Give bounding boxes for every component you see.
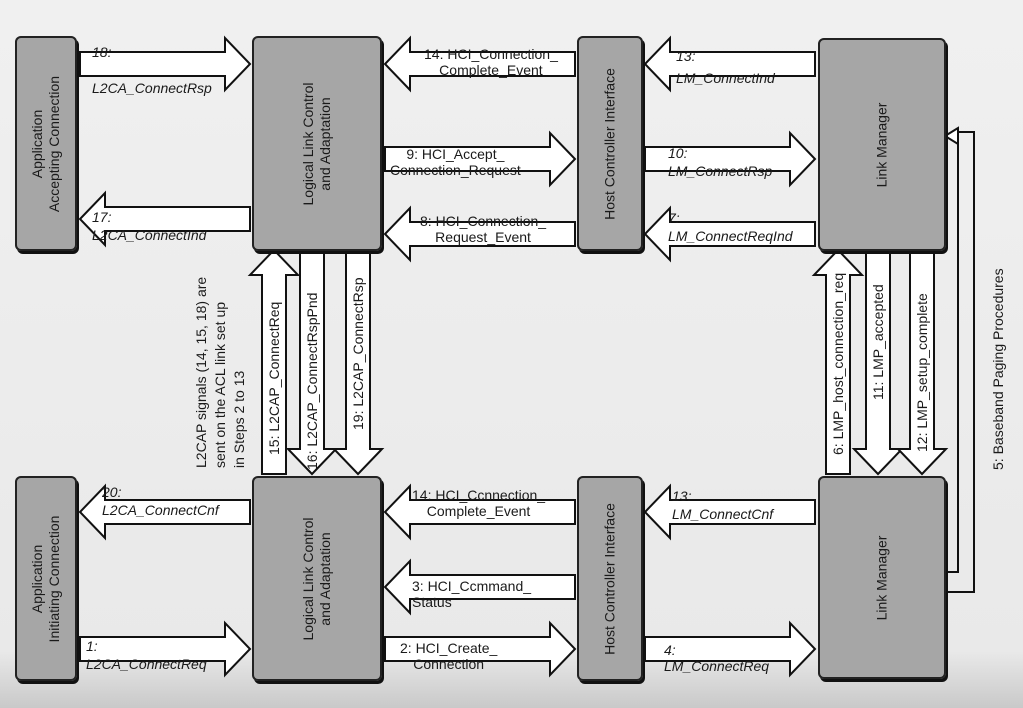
arrow-19 — [331, 249, 385, 476]
msg-13-top-name: LM_ConnectInd — [676, 70, 775, 86]
msg-17-num: 17: — [92, 209, 112, 225]
msg-20-num: 20: — [102, 484, 122, 500]
arrow-2 — [384, 620, 577, 678]
box-hci-bottom-label: Host Controller Interface — [601, 502, 618, 655]
msg-9: 9: HCI_Accept_ Connection_Request — [390, 146, 521, 178]
msg-14-bottom: 14: HCI_Ccnnection_ Complete_Event — [412, 487, 546, 519]
arrow-20 — [78, 483, 251, 541]
arrow-12 — [895, 249, 949, 476]
msg-15: 15: L2CAP_ConnectReq — [266, 301, 282, 455]
box-lm-bottom-label: Link Manager — [873, 535, 890, 620]
msg-17-name: L2CA_ConnectInd — [92, 227, 207, 243]
box-hci-top: Host Controller Interface — [577, 36, 643, 251]
box-lm-top: Link Manager — [818, 38, 946, 251]
arrow-14-top — [383, 35, 576, 93]
msg-4-name: LM_ConnectReq — [664, 658, 770, 674]
msg-13-bottom-name: LM_ConnectCnf — [672, 506, 774, 522]
arrow-13-top — [643, 35, 816, 93]
arrow-16 — [285, 249, 339, 476]
box-lm-top-label: Link Manager — [873, 102, 890, 187]
arrow-18 — [79, 35, 252, 93]
arrow-1 — [79, 620, 252, 678]
arrow-10 — [644, 130, 817, 188]
arrow-5 — [948, 139, 959, 573]
arrow-11 — [851, 249, 905, 476]
arrow-8 — [383, 205, 576, 263]
msg-7-name: LM_ConnectReqInd — [668, 228, 793, 244]
msg-18-name: L2CA_ConnectRsp — [92, 80, 212, 96]
msg-11: 11: LMP_accepted — [870, 284, 886, 400]
arrow-17 — [78, 190, 251, 248]
arrow-13-bottom — [643, 483, 816, 541]
acl-note: L2CAP signals (14, 15, 18) are sent on t… — [193, 276, 247, 468]
box-l2ca-top: Logical Link Control and Adaptation — [252, 36, 382, 251]
box-app-initiating: Application Initiating Connection — [15, 476, 77, 681]
msg-14-top: 14: HCI_Connection_ Complete_Event — [424, 46, 558, 78]
arrow-4 — [644, 620, 817, 678]
box-lm-bottom: Link Manager — [818, 476, 946, 679]
arrow-15 — [247, 248, 301, 475]
box-hci-bottom: Host Controller Interface — [577, 476, 643, 681]
msg-3: 3: HCI_Ccmmand_ Status — [412, 578, 532, 610]
arrow-7 — [643, 205, 816, 263]
msg-16: 16: L2CAP_ConnectRspPnd — [304, 292, 320, 470]
box-app-accepting-label: Application Accepting Connection — [29, 75, 62, 212]
msg-18-num: 18: — [92, 44, 112, 60]
msg-10-num: 10: — [668, 145, 688, 161]
box-l2ca-bottom-label: Logical Link Control and Adaptation — [300, 517, 333, 640]
msg-8: 8: HCI_Connection_ Request_Event — [420, 213, 547, 245]
msg-1-name: L2CA_ConnectReq — [86, 656, 207, 672]
msg-2: 2: HCI_Create_ Connection — [400, 640, 498, 672]
msg-7-num: 7: — [668, 210, 680, 226]
arrow-3 — [383, 558, 576, 616]
arrow-9 — [384, 130, 577, 188]
msg-1-num: 1: — [86, 638, 98, 654]
arrow-14-bottom — [383, 483, 576, 541]
msg-10-name: LM_ConnectRsp — [668, 163, 773, 179]
msg-19: 19: L2CAP_ConnectRsp — [350, 277, 366, 430]
box-l2ca-bottom: Logical Link Control and Adaptation — [252, 476, 382, 681]
msg-5: 5: Baseband Paging Procedures — [990, 268, 1006, 470]
arrow-6 — [811, 248, 865, 475]
msg-13-bottom-num: 13: — [672, 488, 692, 504]
box-app-initiating-label: Application Initiating Connection — [29, 515, 62, 642]
box-hci-top-label: Host Controller Interface — [601, 67, 618, 220]
msg-13-top-num: 13: — [676, 48, 696, 64]
msg-4-num: 4: — [664, 642, 676, 658]
box-l2ca-top-label: Logical Link Control and Adaptation — [300, 82, 333, 205]
msg-6: 6: LMP_host_connection_req — [830, 272, 846, 455]
msg-20-name: L2CA_ConnectCnf — [102, 502, 219, 518]
msg-12: 12: LMP_setup_complete — [914, 293, 930, 452]
box-app-accepting: Application Accepting Connection — [15, 36, 77, 251]
